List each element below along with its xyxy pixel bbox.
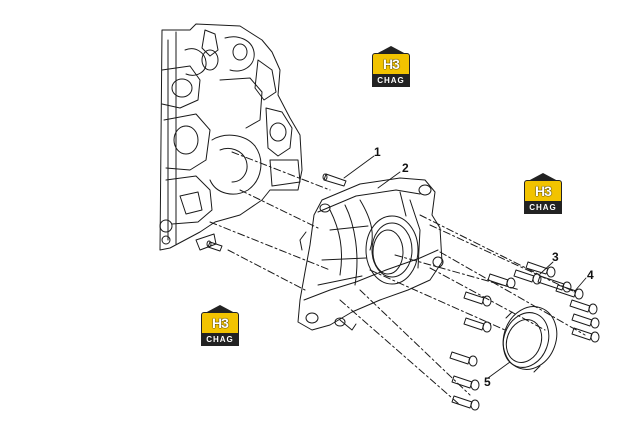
callout-5: 5 <box>484 375 491 389</box>
bolt-set-right <box>463 261 600 343</box>
logo-mark: H3 <box>524 180 562 202</box>
bolt-set-lower <box>449 317 492 411</box>
logo-text: CHAG <box>201 334 239 346</box>
logo-roof-icon <box>205 305 235 313</box>
logo-roof-icon <box>528 173 558 181</box>
callout-1: 1 <box>374 145 381 159</box>
callout-2: 2 <box>402 161 409 175</box>
logo-text: CHAG <box>372 75 410 87</box>
brand-watermark-logo: H3 CHAG <box>372 46 410 87</box>
dowel-pin-lower <box>206 240 223 252</box>
logo-mark: H3 <box>372 53 410 75</box>
brand-watermark-logo: H3 CHAG <box>201 305 239 346</box>
logo-mark: H3 <box>201 312 239 334</box>
brand-watermark-logo: H3 CHAG <box>524 173 562 214</box>
logo-text: CHAG <box>524 202 562 214</box>
rear-cover-housing <box>297 177 444 331</box>
callout-3: 3 <box>552 250 559 264</box>
callout-4: 4 <box>587 268 594 282</box>
oil-seal-ring <box>502 306 558 373</box>
engine-block <box>159 23 303 251</box>
dowel-pin-upper <box>322 173 347 187</box>
callout-leaders <box>343 155 587 379</box>
logo-roof-icon <box>376 46 406 54</box>
assembly-guide-lines <box>209 151 586 406</box>
